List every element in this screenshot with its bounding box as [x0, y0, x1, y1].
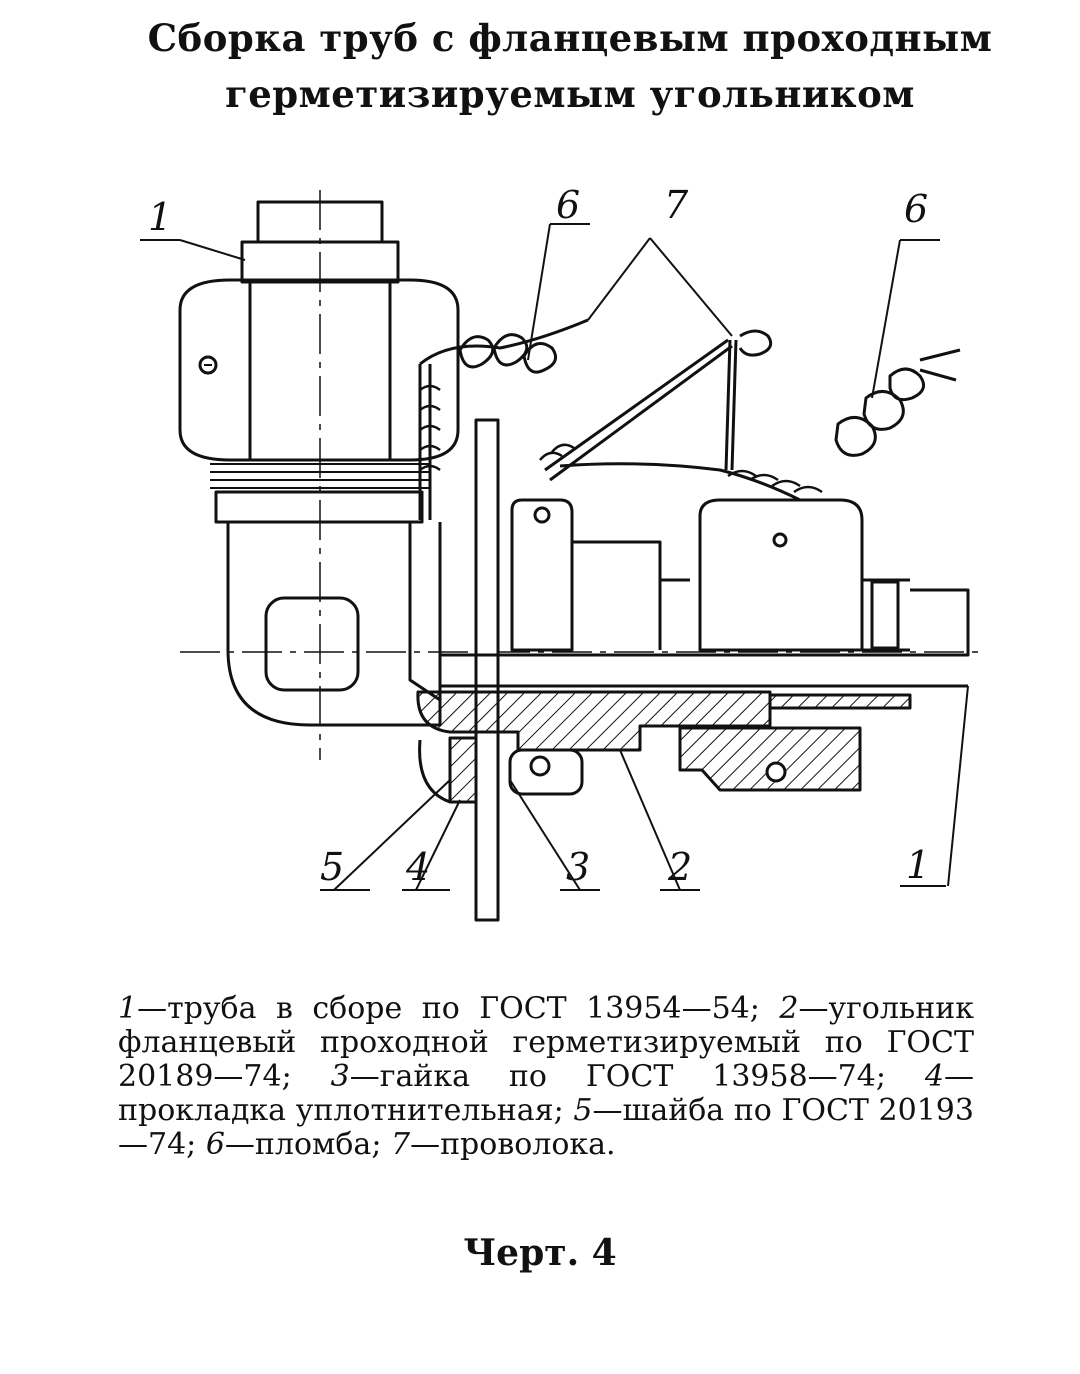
legend-item-7: 7—проволока. [390, 1127, 616, 1162]
wire-twists [419, 384, 823, 494]
seal-left [458, 333, 558, 374]
callout-1-top: 1 [148, 195, 172, 239]
bulkhead-plate [474, 418, 500, 922]
legend-item-2: 2—угольник фланцевый проходной герметизи… [118, 991, 974, 1094]
callout-3: 3 [566, 845, 590, 889]
seal-right [738, 329, 961, 457]
legend-item-3: 3—гайка по ГОСТ 13958—74; [330, 1059, 925, 1094]
elbow-body [226, 522, 442, 727]
figure-label: Черт. 4 [463, 1232, 617, 1274]
document-title: Сборка труб с фланцевым проходным гермет… [130, 10, 1010, 122]
legend-item-4: 4—прокладка уплотнительная; [118, 1059, 974, 1128]
legend-item-6: 6—пломба; [205, 1127, 391, 1162]
callout-6-left: 6 [556, 183, 580, 227]
upper-hex-nut [178, 278, 460, 462]
callout-1-bottom: 1 [906, 843, 930, 887]
callout-2: 2 [667, 845, 692, 889]
union-nut-left [510, 498, 662, 652]
title-line-1: Сборка труб с фланцевым проходным [147, 16, 993, 60]
title-line-2: герметизируемым угольником [225, 72, 915, 116]
sectioned-fitting [416, 690, 912, 792]
legend-item-1: 1—труба в сборе по ГОСТ 13954—54; [118, 991, 780, 1026]
horizontal-pipe [440, 588, 970, 688]
callout-6-right: 6 [904, 187, 928, 231]
callout-7: 7 [664, 183, 689, 227]
legend-item-5: 5—шайба по ГОСТ 20193—74; [118, 1093, 974, 1162]
union-nut-right [658, 498, 910, 652]
seal-hole [198, 355, 218, 375]
vertical-pipe [240, 200, 400, 284]
washer-gasket [418, 736, 584, 804]
leader-lines [140, 223, 969, 891]
callout-4: 4 [405, 845, 430, 889]
nut-thread [210, 463, 430, 524]
legend-caption: 1—труба в сборе по ГОСТ 13954—54; 2—угол… [118, 992, 974, 1162]
callout-5: 5 [320, 845, 344, 889]
assembly-drawing: 1 6 7 6 5 4 3 2 1 [140, 183, 980, 922]
